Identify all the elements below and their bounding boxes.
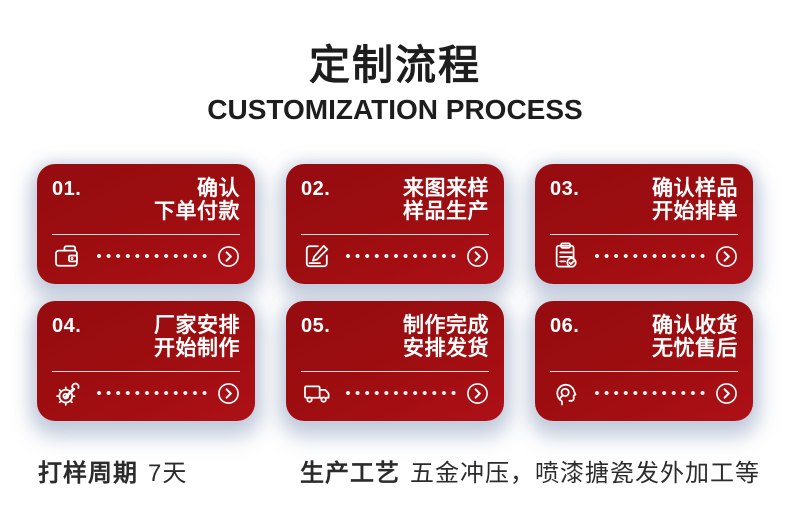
step-title: 厂家安排开始制作	[154, 314, 240, 360]
edit-sample-icon	[301, 239, 335, 273]
process-step-card: 03. 确认样品开始排单	[535, 164, 753, 284]
step-footer	[550, 372, 738, 412]
clipboard-check-icon	[550, 239, 584, 273]
step-title: 制作完成安排发货	[403, 314, 489, 360]
divider-line	[52, 234, 240, 235]
step-number: 01.	[52, 178, 82, 200]
dotted-line	[345, 390, 457, 396]
dotted-line	[594, 390, 706, 396]
step-title: 确认样品开始排单	[652, 177, 738, 223]
step-title-line1: 厂家安排	[154, 314, 240, 337]
step-footer	[301, 235, 489, 275]
step-title-line2: 无忧售后	[652, 337, 738, 360]
production-craft-value: 五金冲压，喷漆搪瓷发外加工等	[410, 460, 760, 487]
process-step-card: 05. 制作完成安排发货	[286, 301, 504, 421]
arrow-circle-icon	[217, 245, 240, 268]
divider-line	[52, 371, 240, 372]
step-footer	[52, 372, 240, 412]
divider-line	[550, 371, 738, 372]
step-header: 04. 厂家安排开始制作	[52, 314, 240, 361]
process-step-card: 02. 来图来样样品生产	[286, 164, 504, 284]
process-step-card: 06. 确认收货无忧售后	[535, 301, 753, 421]
arrow-circle-icon	[466, 382, 489, 405]
step-title-line1: 制作完成	[403, 314, 489, 337]
step-header: 05. 制作完成安排发货	[301, 314, 489, 361]
arrow-circle-icon	[217, 382, 240, 405]
divider-line	[301, 371, 489, 372]
step-title-line1: 确认	[197, 177, 240, 200]
step-number: 03.	[550, 178, 580, 200]
dotted-line	[96, 390, 208, 396]
process-step-card: 01. 确认下单付款	[37, 164, 255, 284]
after-sales-service-icon	[550, 376, 584, 410]
step-header: 03. 确认样品开始排单	[550, 177, 738, 224]
arrow-circle-icon	[715, 245, 738, 268]
step-header: 01. 确认下单付款	[52, 177, 240, 224]
sample-cycle-value: 7天	[148, 460, 188, 487]
dotted-line	[345, 253, 457, 259]
page-subtitle: CUSTOMIZATION PROCESS	[207, 94, 583, 125]
step-header: 06. 确认收货无忧售后	[550, 314, 738, 361]
footer-notes: 打样周期 7天 生产工艺五金冲压，喷漆搪瓷发外加工等	[0, 453, 790, 488]
truck-icon	[301, 376, 335, 410]
step-title-line2: 样品生产	[403, 200, 489, 223]
wallet-icon	[52, 239, 86, 273]
dotted-line	[594, 253, 706, 259]
production-craft-label: 生产工艺	[300, 460, 400, 487]
step-title-line1: 来图来样	[403, 177, 489, 200]
arrow-circle-icon	[715, 382, 738, 405]
gear-wrench-icon	[52, 376, 86, 410]
page-header: 定制流程 CUSTOMIZATION PROCESS	[0, 40, 790, 128]
divider-line	[550, 234, 738, 235]
step-footer	[550, 235, 738, 275]
arrow-circle-icon	[466, 245, 489, 268]
step-number: 02.	[301, 178, 331, 200]
step-number: 06.	[550, 315, 580, 337]
step-title: 确认下单付款	[154, 177, 240, 223]
step-header: 02. 来图来样样品生产	[301, 177, 489, 224]
process-step-card: 04. 厂家安排开始制作	[37, 301, 255, 421]
step-footer	[301, 372, 489, 412]
step-title-line2: 下单付款	[154, 200, 240, 223]
step-title-line2: 开始制作	[154, 337, 240, 360]
sample-cycle-note: 打样周期 7天	[38, 453, 187, 488]
step-title: 确认收货无忧售后	[652, 314, 738, 360]
divider-line	[301, 234, 489, 235]
step-number: 04.	[52, 315, 82, 337]
sample-cycle-label: 打样周期	[38, 460, 138, 487]
step-title-line1: 确认样品	[652, 177, 738, 200]
production-craft-note: 生产工艺五金冲压，喷漆搪瓷发外加工等	[300, 453, 760, 488]
page-title: 定制流程	[309, 42, 481, 88]
step-number: 05.	[301, 315, 331, 337]
step-footer	[52, 235, 240, 275]
step-title-line2: 开始排单	[652, 200, 738, 223]
process-grid: 01. 确认下单付款 02. 来图来样样品生产	[0, 164, 790, 421]
dotted-line	[96, 253, 208, 259]
step-title-line2: 安排发货	[403, 337, 489, 360]
step-title: 来图来样样品生产	[403, 177, 489, 223]
step-title-line1: 确认收货	[652, 314, 738, 337]
